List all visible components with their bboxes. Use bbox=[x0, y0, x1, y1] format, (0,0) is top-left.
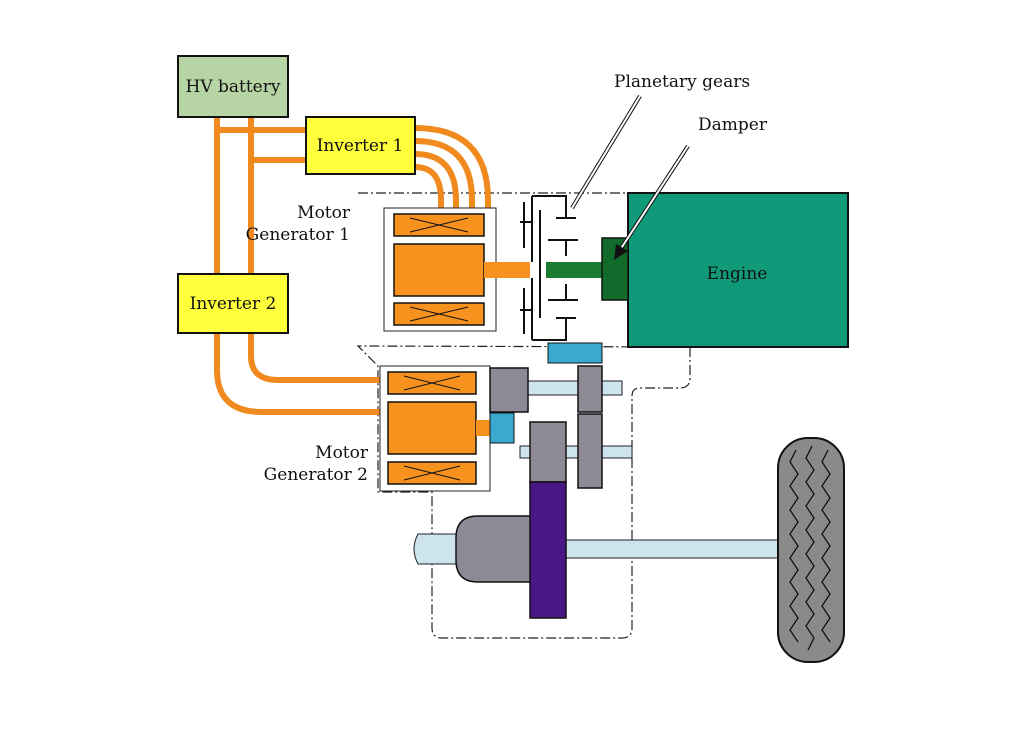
mg2-reduction-gear bbox=[489, 367, 529, 413]
mg1-label-line1: Motor bbox=[297, 203, 351, 223]
engine-label: Engine bbox=[707, 264, 768, 284]
inverter-2-label: Inverter 2 bbox=[190, 294, 277, 314]
engine-block bbox=[627, 192, 849, 348]
counter-shaft-upper bbox=[527, 380, 623, 396]
mg2-label-line2: Generator 2 bbox=[264, 465, 368, 485]
differential-housing bbox=[455, 515, 533, 583]
engine-input-shaft bbox=[546, 262, 604, 278]
final-drive-gear-gray bbox=[529, 421, 567, 483]
damper-block bbox=[601, 237, 629, 301]
inverter-2-box bbox=[177, 273, 289, 334]
planetary-gears-leader bbox=[570, 94, 642, 210]
drive-axle-left bbox=[413, 533, 459, 565]
mg1-label-line2: Generator 1 bbox=[246, 225, 350, 245]
inverter-1-label: Inverter 1 bbox=[317, 136, 404, 156]
transaxle-housing-outline bbox=[356, 192, 691, 639]
motor-generator-1 bbox=[383, 207, 530, 332]
counter-gear-lower bbox=[577, 413, 603, 489]
counter-gear-upper bbox=[577, 365, 603, 413]
wheel-tire bbox=[777, 437, 845, 663]
drive-axle bbox=[555, 539, 781, 559]
inverter-1-box bbox=[305, 116, 416, 175]
final-drive-ring-gear bbox=[529, 481, 567, 619]
motor-generator-2 bbox=[379, 365, 492, 492]
damper-label: Damper bbox=[698, 115, 768, 135]
hv-battery-label: HV battery bbox=[186, 77, 281, 97]
mg2-label-line1: Motor bbox=[315, 443, 369, 463]
planetary-gears-label: Planetary gears bbox=[614, 72, 750, 92]
damper-leader bbox=[614, 144, 690, 260]
hv-cables bbox=[214, 115, 491, 415]
hv-battery-box bbox=[177, 55, 289, 118]
ring-gear-output bbox=[547, 342, 603, 364]
mg2-cyan-shaft bbox=[489, 412, 515, 444]
planetary-gear-set bbox=[520, 195, 578, 341]
